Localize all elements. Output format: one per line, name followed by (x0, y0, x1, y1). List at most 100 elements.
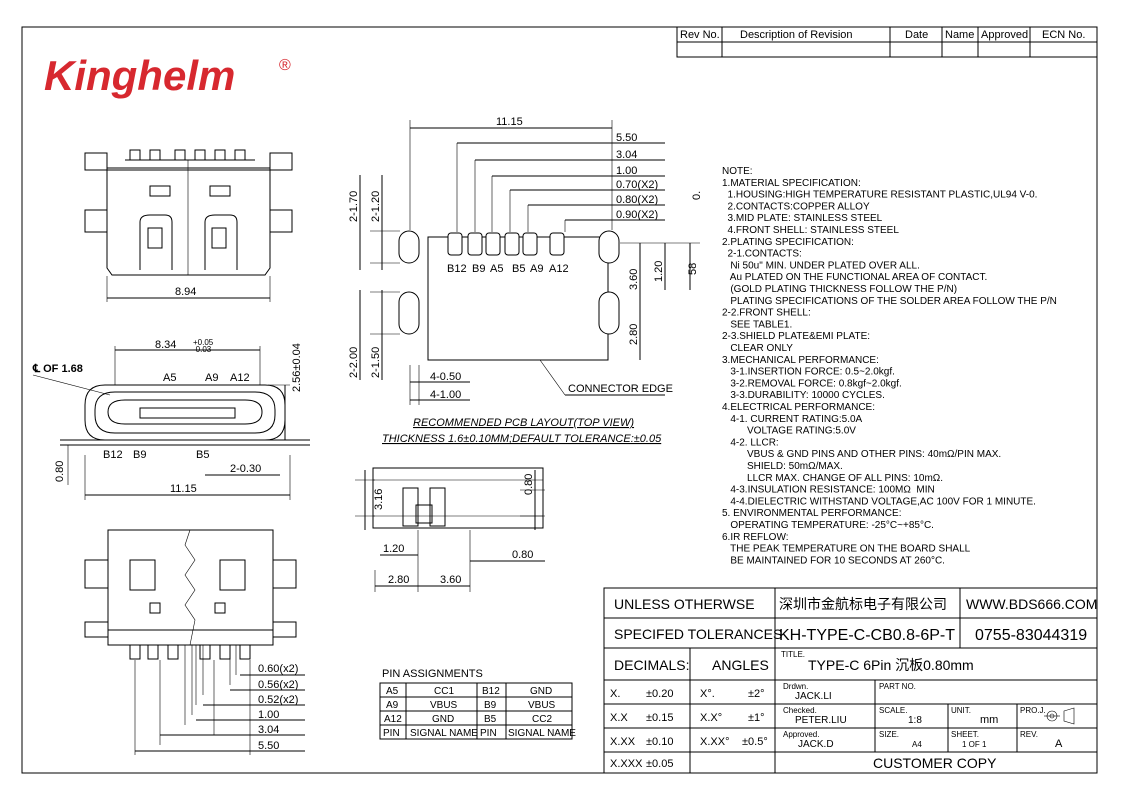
pcb-layout-drawing: 11.15 5.50 3.04 1.00 0.70(X2) 0.80(X2) 0… (348, 116, 703, 445)
side-dim-360: 3.60 (440, 574, 461, 586)
note-line: 2-1.CONTACTS: (722, 249, 802, 260)
projection-symbol-icon (1044, 707, 1075, 725)
front-height-label: 2.56±0.04 (291, 343, 303, 392)
tb-customer: CUSTOMER COPY (873, 755, 997, 771)
pin-r3-c3: SIGNAL NAME (508, 728, 576, 739)
tb-angles: ANGLES (712, 657, 769, 673)
tb-website: WWW.BDS666.COM (966, 596, 1097, 612)
front-pin-bottom-0: B12 (103, 449, 123, 461)
tb-unless: UNLESS OTHERWSE (614, 596, 755, 612)
tb-phone: 0755-83044319 (975, 627, 1087, 644)
pin-r0-c3: GND (530, 686, 552, 697)
note-line: VBUS & GND PINS AND OTHER PINS: 40mΩ/PIN… (722, 449, 1001, 460)
note-line: CLEAR ONLY (722, 343, 793, 354)
tb-unit-val: mm (980, 714, 998, 726)
pcb-right-dim-5: 0.90(X2) (616, 209, 658, 221)
pcb-left-dim-2: 2-2.00 (348, 347, 360, 378)
note-line: 3.MECHANICAL PERFORMANCE: (722, 355, 879, 366)
pcb-right-dim-1: 3.04 (616, 149, 637, 161)
pin-r3-c1: SIGNAL NAME (410, 728, 478, 739)
tb-unit-key: UNIT. (951, 706, 971, 715)
bottom-view-drawing: 0.60(x2) 0.56(x2) 0.52(x2) 1.00 3.04 5.5… (84, 529, 305, 755)
pcb-zero: 0. (691, 191, 703, 200)
pcb-pad-label-4: A9 (530, 263, 543, 275)
side-dim-280: 2.80 (388, 574, 409, 586)
note-line: 2-3.SHIELD PLATE&EMI PLATE: (722, 331, 870, 342)
rev-header-1: Description of Revision (740, 29, 853, 41)
bottom-dim-0: 0.60(x2) (258, 663, 298, 675)
front-width-tol-top: +0.05 (193, 338, 214, 347)
note-line: 1.MATERIAL SPECIFICATION: (722, 178, 861, 189)
pcb-left-dim-0: 2-1.70 (348, 191, 360, 222)
pcb-dim-280: 2.80 (628, 324, 640, 345)
note-line: 3-1.INSERTION FORCE: 0.5~2.0kgf. (722, 367, 895, 378)
title-block: UNLESS OTHERWSE SPECIFED TOLERANCES 深圳市金… (603, 587, 1098, 774)
tb-tol-r1-c1: ±0.15 (646, 712, 673, 724)
tb-tol-r1-c0: X.X (610, 712, 628, 724)
pin-r2-c2: B5 (484, 714, 497, 725)
pin-r1-c0: A9 (386, 700, 399, 711)
front-dim-080: 0.80 (54, 461, 66, 482)
pin-r3-c2: PIN (480, 728, 497, 739)
tb-decimals: DECIMALS: (614, 657, 689, 673)
pcb-left-dim-3: 2-1.50 (370, 347, 382, 378)
pcb-pad-label-5: A12 (549, 263, 569, 275)
note-line: 4-4.DIELECTRIC WITHSTAND VOLTAGE,AC 100V… (722, 496, 1036, 507)
pcb-right-dim-0: 5.50 (616, 132, 637, 144)
note-line: 5. ENVIRONMENTAL PERFORMANCE: (722, 508, 901, 519)
top-view-width: 8.94 (175, 286, 196, 298)
rev-header-2: Date (905, 29, 928, 41)
note-line: Ni 50u" MIN. UNDER PLATED OVER ALL. (722, 260, 920, 271)
pcb-pad-label-2: A5 (490, 263, 503, 275)
tb-tol-r1-c3: ±1° (748, 712, 765, 724)
front-width-label: 8.34 (155, 339, 176, 351)
pcb-right-dim-4: 0.80(X2) (616, 194, 658, 206)
note-line: PLATING SPECIFICATIONS OF THE SOLDER ARE… (722, 296, 1057, 307)
front-pin-bottom-1: B9 (133, 449, 146, 461)
tb-title-val: TYPE-C 6Pin 沉板0.80mm (808, 657, 974, 673)
note-line: (GOLD PLATING THICKNESS FOLLOW THE P/N) (722, 284, 957, 295)
bottom-dim-3: 1.00 (258, 709, 279, 721)
note-line: 2-2.FRONT SHELL: (722, 308, 811, 319)
tb-rev-val: A (1055, 738, 1063, 750)
top-view-drawing: 8.94 (84, 149, 293, 302)
front-pin-top-1: A9 (205, 372, 218, 384)
pin-r2-c0: A12 (384, 714, 402, 725)
pcb-dim-58: 58 (687, 263, 699, 275)
side-view-drawing: 3.16 0.80 1.20 0.80 2.80 3.60 (355, 467, 545, 592)
tb-tol-r2-c1: ±0.10 (646, 736, 673, 748)
pin-r0-c1: CC1 (434, 686, 454, 697)
tb-tol-r0-c0: X. (610, 688, 620, 700)
pcb-pad-label-0: B12 (447, 263, 467, 275)
pcb-left-dim-1: 2-1.20 (370, 191, 382, 222)
tb-tol-r2-c2: X.XX° (700, 736, 729, 748)
side-dim-120: 1.20 (383, 543, 404, 555)
pin-r0-c0: A5 (386, 686, 399, 697)
note-line: VOLTAGE RATING:5.0V (722, 426, 856, 437)
tb-approved-key: Approved. (783, 730, 819, 739)
rev-header-4: Approved (981, 29, 1028, 41)
note-line: THE PEAK TEMPERATURE ON THE BOARD SHALL (722, 544, 971, 555)
tb-checked-key: Checked. (783, 706, 817, 715)
pin-assignments-table: PIN ASSIGNMENTS A5 CC1 B12 GND A9 VBUS B… (379, 668, 576, 740)
note-line: 3-2.REMOVAL FORCE: 0.8kgf~2.0kgf. (722, 378, 902, 389)
note-line: LLCR MAX. CHANGE OF ALL PINS: 10mΩ. (722, 473, 943, 484)
pcb-dim-4-100: 4-1.00 (430, 389, 461, 401)
bottom-dim-5: 5.50 (258, 740, 279, 752)
tb-drawn-val: JACK.LI (795, 691, 832, 702)
note-line: SEE TABLE1. (722, 319, 792, 330)
sheet-border (21, 26, 1098, 774)
note-line: NOTE: (722, 166, 753, 177)
note-line: BE MAINTAINED FOR 10 SECONDS AT 260°C. (722, 555, 945, 566)
pcb-right-dim-3: 0.70(X2) (616, 179, 658, 191)
tb-tol-r0-c3: ±2° (748, 688, 765, 700)
pcb-right-dim-2: 1.00 (616, 165, 637, 177)
bottom-dim-2: 0.52(x2) (258, 694, 298, 706)
note-line: 3.MID PLATE: STAINLESS STEEL (722, 213, 883, 224)
pcb-caption-2: THICKNESS 1.6±0.10MM;DEFAULT TOLERANCE:±… (382, 433, 662, 445)
note-line: 3-3.DURABILITY: 10000 CYCLES. (722, 390, 885, 401)
tb-checked-val: PETER.LIU (795, 715, 847, 726)
logo-registered-mark: ® (279, 57, 291, 74)
side-dim-080a: 0.80 (523, 474, 535, 495)
